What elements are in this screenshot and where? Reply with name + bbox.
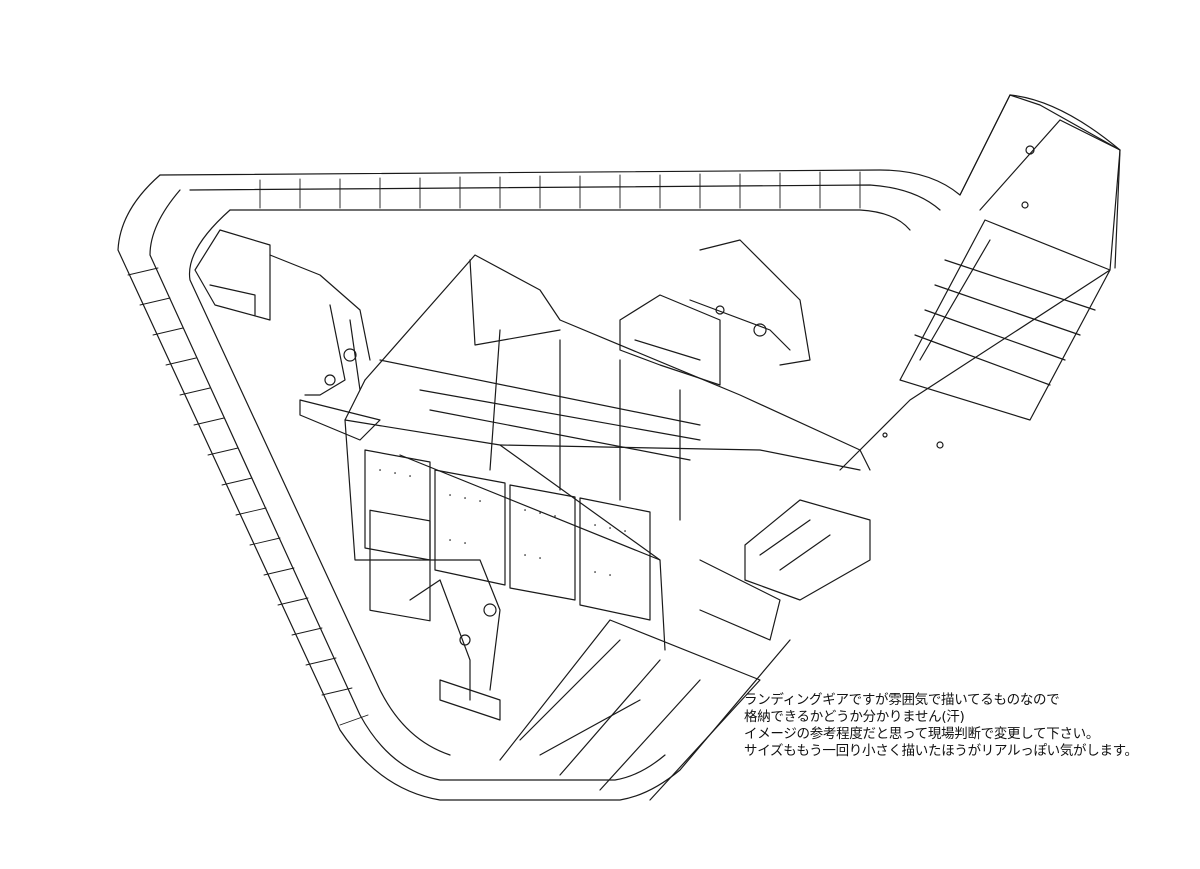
right-wing-box [899,94,1121,421]
lower-right-box [499,619,761,801]
connector-plate [699,432,944,641]
lower-gear [409,559,501,721]
note-line: サイズももう一回り小さく描いたほうがリアルっぽい気がします。 [744,743,1138,759]
left-upper-gear [194,229,381,441]
note-line: 格納できるかどうか分かりません(汗) [744,709,965,725]
annotation-note: ランディングギアですが雰囲気で描いてるものなので 格納できるかどうか分かりません… [744,692,1184,760]
note-line: イメージの参考程度だと思って現場判断で変更して下さい。 [744,726,1100,742]
outer-frame [117,94,1121,801]
note-line: ランディングギアですが雰囲気で描いてるものなので [744,692,1060,708]
central-bay [344,254,871,651]
right-upper-gear [619,239,811,386]
